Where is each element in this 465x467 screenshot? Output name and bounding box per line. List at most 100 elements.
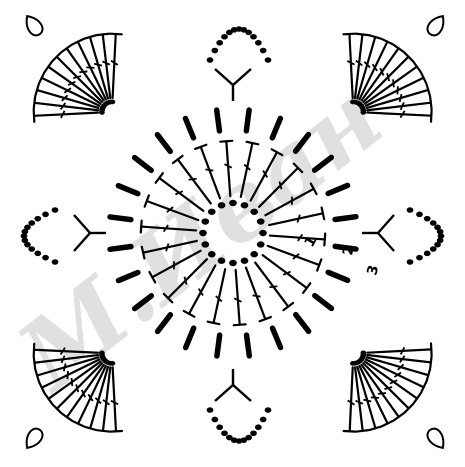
stitch-slash — [393, 79, 394, 87]
edge-chain-dot — [430, 246, 437, 252]
corner-picot — [22, 12, 46, 38]
stitch-stem — [367, 103, 431, 111]
post-stitch-bar — [328, 272, 347, 280]
stitch-top-bar — [110, 34, 122, 35]
post-stitch-bar — [135, 158, 152, 171]
stitch-top-bar — [430, 97, 431, 109]
inner-double-crochet — [234, 270, 246, 325]
post-stitch-bar — [296, 315, 309, 332]
fan-double-crochet — [110, 34, 122, 98]
v-join-line — [215, 69, 251, 85]
stitch-stem — [113, 34, 116, 98]
edge-chain-dot — [250, 34, 257, 40]
fan-double-crochet — [34, 110, 98, 122]
ring-chain-dot — [218, 202, 226, 208]
stitch-top-bar — [97, 34, 109, 35]
inner-double-crochet — [255, 263, 293, 311]
edge-chain-dot — [255, 424, 262, 430]
post-stitch-bar — [315, 296, 332, 309]
stitch-top-bar — [156, 173, 163, 183]
stitch-slash — [253, 295, 261, 296]
edge-chain-dot — [24, 242, 31, 248]
stitch-top-bar — [413, 62, 420, 72]
stitch-stem — [355, 367, 363, 431]
edge-chain-dot — [42, 255, 49, 261]
edge-chain-dot — [424, 251, 431, 257]
stitch-slash — [397, 86, 398, 94]
fan-double-crochet — [344, 367, 356, 431]
edge-chain-dot — [430, 220, 437, 226]
stitch-slash — [384, 387, 392, 389]
stitch-top-bar — [62, 414, 72, 421]
inner-double-crochet — [246, 268, 271, 322]
chain-v-join — [362, 215, 394, 251]
post-stitch-bar — [247, 335, 250, 356]
stitch-slash — [94, 64, 102, 66]
stitch-top-bar — [343, 34, 355, 35]
post-stitch-bar — [118, 186, 137, 194]
stitch-top-bar — [394, 413, 404, 420]
ring-chain-dot — [229, 260, 237, 266]
stitch-stem — [367, 349, 431, 352]
stitch-top-bar — [356, 34, 368, 35]
v-join-line — [74, 215, 90, 251]
stitch-top-bar — [303, 283, 310, 293]
stitch-stem — [103, 34, 111, 98]
stitch-slash — [387, 73, 389, 81]
stitch-top-bar — [430, 356, 431, 368]
edge-chain-dot — [216, 424, 223, 430]
stitch-slash — [371, 397, 379, 398]
stitch-top-bar — [110, 431, 122, 432]
ring-chain-dot — [201, 218, 209, 224]
stitch-top-bar — [234, 324, 246, 325]
stitch-slash — [400, 94, 402, 102]
edge-chain-dot — [250, 430, 257, 436]
stitch-top-bar — [62, 45, 72, 52]
ring-chain-dot — [257, 218, 265, 224]
edge-chain-dot — [216, 40, 223, 46]
edge-chain-dot — [265, 57, 272, 63]
stitch-stem — [350, 367, 353, 431]
stitch-top-bar — [324, 233, 325, 245]
stitch-stem — [34, 113, 98, 116]
post-stitch-bar — [217, 335, 220, 356]
stitch-top-bar — [220, 141, 232, 142]
stitch-top-bar — [414, 394, 421, 404]
stitch-slash — [189, 179, 197, 180]
ring-chain-dot — [229, 200, 237, 206]
ring-chain-dot — [201, 241, 209, 247]
corner-picot — [425, 426, 449, 452]
chain-v-join — [215, 369, 251, 401]
stitch-top-bar — [141, 221, 142, 233]
v-join-line — [215, 385, 251, 401]
stitch-slash — [79, 71, 87, 72]
fan-base-chain — [99, 351, 105, 356]
corner-picot — [425, 12, 449, 38]
ring-chain-dot — [257, 241, 265, 247]
row-marker: 1 — [302, 234, 321, 250]
edge-chain-dot — [265, 407, 272, 413]
stitch-top-bar — [431, 110, 432, 122]
ring-chain-dot — [241, 202, 249, 208]
post-stitch-bar — [246, 110, 249, 131]
edge-chain-dot — [42, 212, 49, 218]
edge-chain-dot — [407, 207, 414, 213]
fan-base-chain — [350, 361, 356, 366]
stitch-slash — [269, 286, 277, 287]
stitch-slash — [86, 67, 94, 68]
edge-chain-dot — [416, 212, 423, 218]
ring-chain-dot — [208, 251, 216, 257]
stitch-stem — [246, 268, 265, 320]
stitch-slash — [71, 378, 72, 386]
edge-chain-dot — [28, 220, 35, 226]
stitch-slash — [378, 393, 386, 394]
edge-chain-dot — [52, 207, 59, 213]
post-stitch-bar — [185, 118, 193, 137]
fan-base-chain — [361, 110, 367, 115]
stitch-top-bar — [45, 394, 52, 404]
edge-chain-dot — [255, 40, 262, 46]
fan-double-crochet — [367, 343, 431, 355]
edge-chain-dot — [221, 34, 228, 40]
post-stitch-bar — [186, 328, 194, 347]
